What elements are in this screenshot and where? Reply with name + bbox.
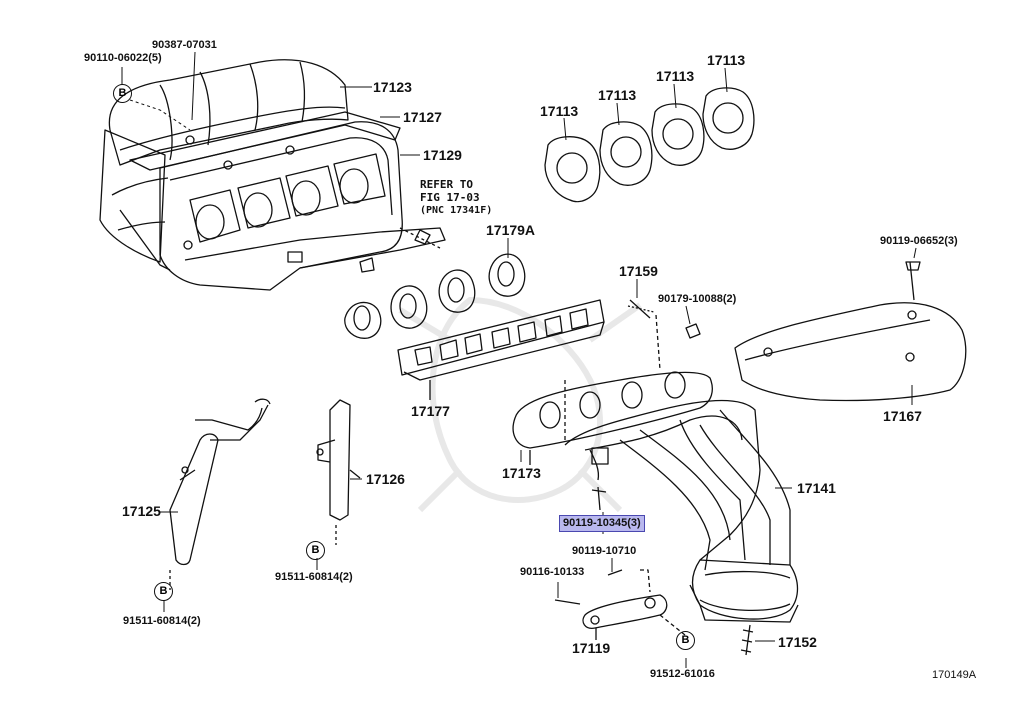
diagram-code: 170149A [932, 669, 977, 681]
label-17119[interactable]: 17119 [572, 640, 611, 656]
marker-b-2: B [306, 541, 325, 560]
label-17167[interactable]: 17167 [883, 408, 922, 424]
label-90179-10088[interactable]: 90179-10088(2) [658, 293, 737, 305]
watermark-emblem [398, 297, 642, 513]
refer-note-line-1: REFER TO [420, 178, 473, 191]
exhaust-manifold-17141 [564, 399, 799, 623]
label-90119-10345-highlighted[interactable]: 90119-10345(3) [559, 515, 645, 532]
manifold-plate-17129 [159, 121, 446, 291]
stud-17152 [745, 624, 751, 656]
marker-b-3: B [154, 582, 173, 601]
gasket-17173 [512, 371, 713, 449]
label-91511-60814-a[interactable]: 91511-60814(2) [123, 615, 201, 627]
nut-90179 [685, 323, 701, 339]
refer-note-line-3: (PNC 17341F) [420, 205, 493, 216]
bracket-17125 [169, 398, 271, 566]
label-17177[interactable]: 17177 [411, 403, 450, 419]
label-91512-61016[interactable]: 91512-61016 [650, 668, 715, 680]
marker-b-1: B [113, 84, 132, 103]
gaskets-17113 [544, 87, 755, 203]
label-17123[interactable]: 17123 [373, 79, 412, 95]
leader-lines [121, 51, 917, 668]
label-17141[interactable]: 17141 [797, 480, 836, 496]
label-90387-07031[interactable]: 90387-07031 [152, 39, 217, 51]
label-17173[interactable]: 17173 [502, 465, 541, 481]
label-17113-b[interactable]: 17113 [598, 87, 637, 103]
bracket-17126 [316, 399, 361, 521]
gasket-17179A [344, 253, 526, 339]
stud-17159 [627, 299, 655, 319]
marker-b-4: B [676, 631, 695, 650]
refer-note-line-2: FIG 17-03 [420, 191, 480, 204]
label-17127[interactable]: 17127 [403, 109, 442, 125]
bracket-17119 [582, 569, 668, 640]
label-17113-c[interactable]: 17113 [656, 68, 695, 84]
heat-insulator-17167 [734, 302, 967, 402]
label-90110-06022[interactable]: 90110-06022(5) [84, 52, 162, 64]
gasket-17177 [397, 299, 605, 381]
bolt-90119-06652 [909, 261, 915, 301]
label-17125[interactable]: 17125 [122, 503, 161, 519]
label-17126[interactable]: 17126 [366, 471, 405, 487]
label-17113-d[interactable]: 17113 [707, 52, 746, 68]
bolt-90119-10710 [607, 569, 623, 576]
label-17113-a[interactable]: 17113 [540, 103, 579, 119]
label-17159[interactable]: 17159 [619, 263, 658, 279]
stud-90116-10133 [554, 599, 581, 605]
label-91511-60814-b[interactable]: 91511-60814(2) [275, 571, 353, 583]
label-17179A[interactable]: 17179A [486, 222, 536, 238]
label-90119-10710[interactable]: 90119-10710 [572, 545, 637, 557]
label-90116-10133[interactable]: 90116-10133 [520, 566, 585, 578]
refer-note: REFER TO FIG 17-03 (PNC 17341F) [420, 178, 492, 217]
label-17129[interactable]: 17129 [423, 147, 462, 163]
heat-insulator-17123 [99, 59, 349, 263]
label-90119-06652[interactable]: 90119-06652(3) [880, 235, 958, 247]
label-17152[interactable]: 17152 [778, 634, 817, 650]
